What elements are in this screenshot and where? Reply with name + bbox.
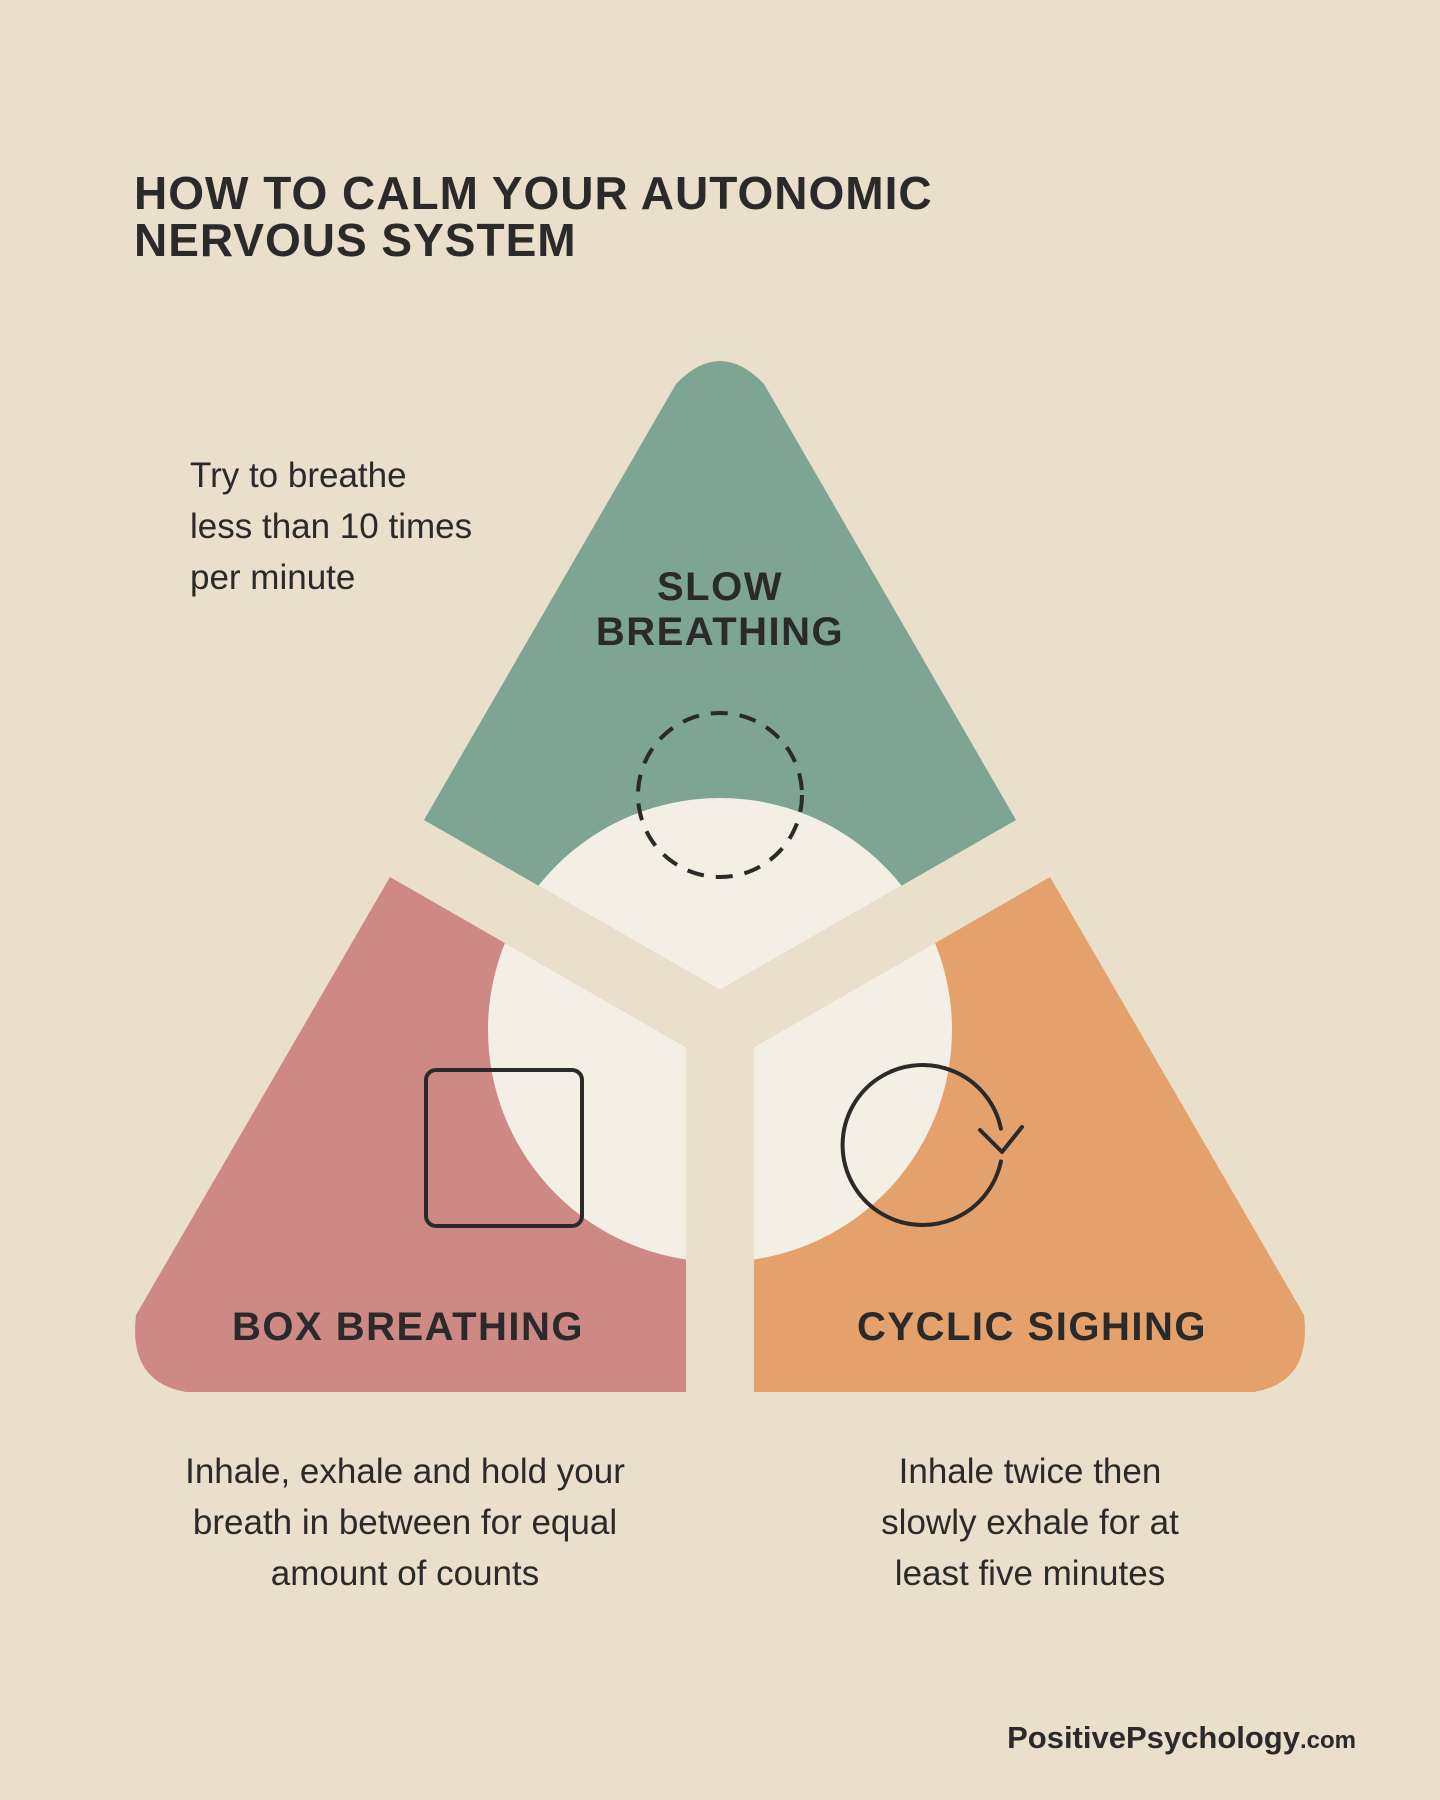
slow-breathing-shape bbox=[424, 361, 1016, 990]
cycle-arrow-icon bbox=[840, 1063, 1024, 1227]
description-line: per minute bbox=[190, 558, 356, 597]
slow-breathing-segment: SLOW BREATHING bbox=[424, 361, 1016, 990]
slow-breathing-label-line-1: SLOW bbox=[657, 565, 783, 609]
box-breathing-label: BOX BREATHING bbox=[232, 1305, 584, 1349]
cyclic-sighing-description: Inhale twice then slowly exhale for at l… bbox=[790, 1446, 1270, 1599]
title-line-1: HOW TO CALM YOUR AUTONOMIC bbox=[134, 167, 933, 219]
title-line-2: NERVOUS SYSTEM bbox=[134, 214, 577, 266]
brand-logo: PositivePsychology.com bbox=[1007, 1720, 1356, 1756]
slow-breathing-label-line-2: BREATHING bbox=[596, 610, 844, 654]
box-breathing-description: Inhale, exhale and hold your breath in b… bbox=[110, 1446, 700, 1599]
slow-breathing-description: Try to breathe less than 10 times per mi… bbox=[190, 450, 472, 603]
brand-suffix: .com bbox=[1299, 1727, 1356, 1754]
description-line: Inhale twice then bbox=[898, 1452, 1162, 1491]
page-title: HOW TO CALM YOUR AUTONOMIC NERVOUS SYSTE… bbox=[134, 170, 1034, 264]
description-line: Try to breathe bbox=[190, 456, 407, 495]
description-line: amount of counts bbox=[270, 1554, 540, 1593]
dashed-circle-icon bbox=[636, 711, 804, 879]
description-line: Inhale, exhale and hold your bbox=[185, 1452, 625, 1491]
description-line: breath in between for equal bbox=[192, 1503, 618, 1542]
cyclic-sighing-label: CYCLIC SIGHING bbox=[857, 1305, 1207, 1349]
description-line: slowly exhale for at bbox=[881, 1503, 1179, 1542]
center-circle-top bbox=[488, 798, 952, 990]
description-line: less than 10 times bbox=[190, 507, 473, 546]
description-line: least five minutes bbox=[894, 1554, 1166, 1593]
square-icon bbox=[424, 1068, 584, 1228]
brand-name: PositivePsychology bbox=[1007, 1720, 1300, 1755]
